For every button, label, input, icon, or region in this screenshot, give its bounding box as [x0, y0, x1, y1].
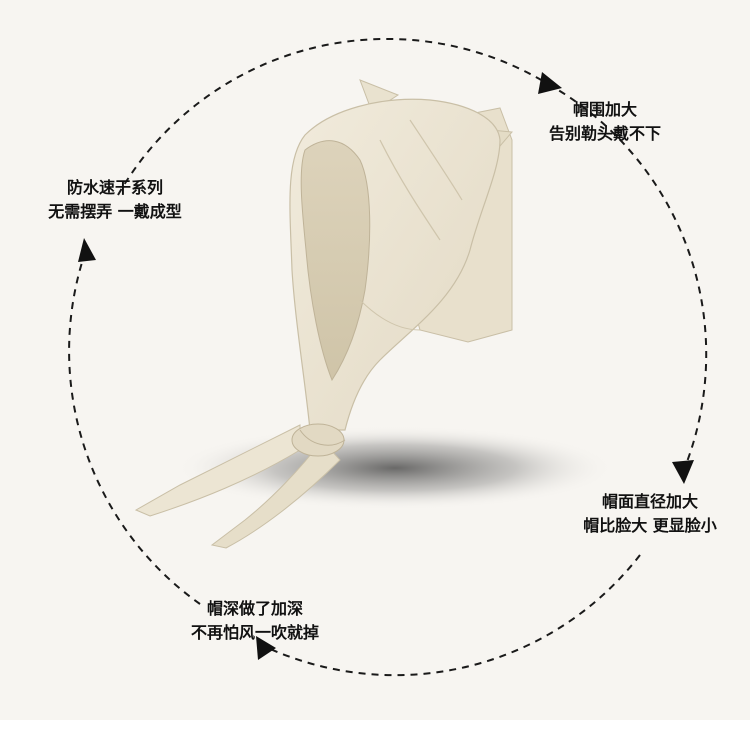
- arrowhead-icon: [256, 636, 276, 660]
- caption-line: 帽比脸大 更显脸小: [583, 516, 717, 535]
- caption-line: 无需摆弄 一戴成型: [48, 202, 182, 221]
- caption-top-right: 帽围加大 告别勒头戴不下: [520, 98, 690, 146]
- caption-right: 帽面直径加大 帽比脸大 更显脸小: [560, 490, 740, 538]
- arrowhead-icon: [78, 238, 96, 262]
- caption-line: 帽深做了加深: [206, 599, 303, 618]
- hat-illustration: [68, 38, 708, 677]
- bottom-strip: [0, 720, 750, 736]
- dashed-ring: [68, 38, 708, 677]
- caption-line: 防水速干系列: [66, 178, 163, 197]
- product-canvas: 帽围加大 告别勒头戴不下 防水速干系列 无需摆弄 一戴成型 帽面直径加大 帽比脸…: [0, 0, 750, 720]
- caption-line: 帽面直径加大: [601, 492, 698, 511]
- caption-bottom: 帽深做了加深 不再怕风一吹就掉: [165, 597, 345, 645]
- caption-line: 告别勒头戴不下: [548, 124, 661, 143]
- caption-line: 帽围加大: [572, 100, 637, 119]
- arrowhead-icon: [672, 460, 694, 484]
- caption-left: 防水速干系列 无需摆弄 一戴成型: [30, 176, 200, 224]
- hat: [134, 79, 514, 549]
- arrowhead-icon: [538, 72, 562, 94]
- caption-line: 不再怕风一吹就掉: [190, 623, 319, 642]
